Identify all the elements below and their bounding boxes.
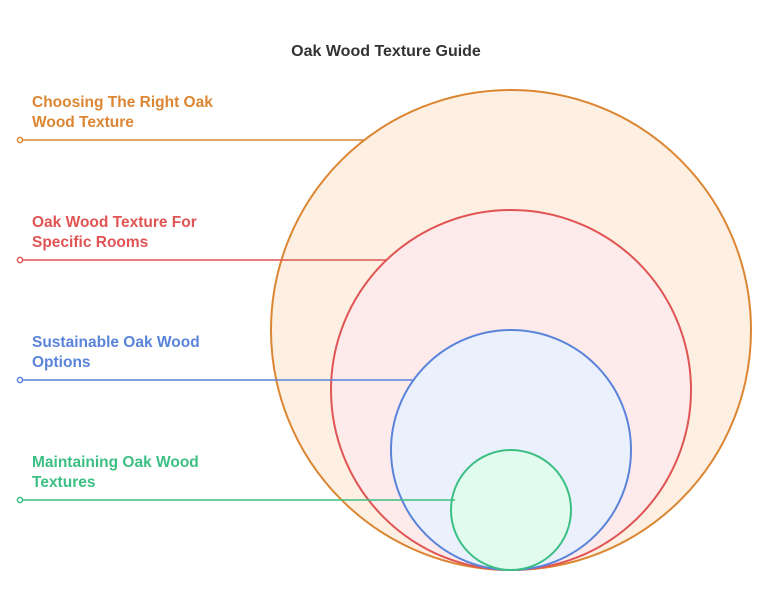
label-layer-1-line-1: Choosing The Right Oak xyxy=(32,94,213,111)
diagram-title: Oak Wood Texture Guide xyxy=(291,43,481,60)
label-layer-2-line-2: Specific Rooms xyxy=(32,234,148,251)
connector-dot-4 xyxy=(16,496,24,504)
label-layer-2-line-1: Oak Wood Texture For xyxy=(32,214,197,231)
connector-dot-1 xyxy=(16,136,24,144)
label-layer-4-line-2: Textures xyxy=(32,474,95,491)
label-layer-4-line-1: Maintaining Oak Wood xyxy=(32,454,199,471)
circle-layer-4 xyxy=(450,449,572,571)
label-layer-3-line-2: Options xyxy=(32,354,91,371)
connector-dot-3 xyxy=(16,376,24,384)
connector-dot-2 xyxy=(16,256,24,264)
label-layer-2: Oak Wood Texture For Specific Rooms xyxy=(32,214,201,251)
label-layer-1-line-2: Wood Texture xyxy=(32,114,134,131)
label-layer-3-line-1: Sustainable Oak Wood xyxy=(32,334,200,351)
label-layer-4: Maintaining Oak Wood Textures xyxy=(32,454,203,491)
label-layer-3: Sustainable Oak Wood Options xyxy=(32,334,204,371)
label-layer-1: Choosing The Right Oak Wood Texture xyxy=(32,94,217,131)
